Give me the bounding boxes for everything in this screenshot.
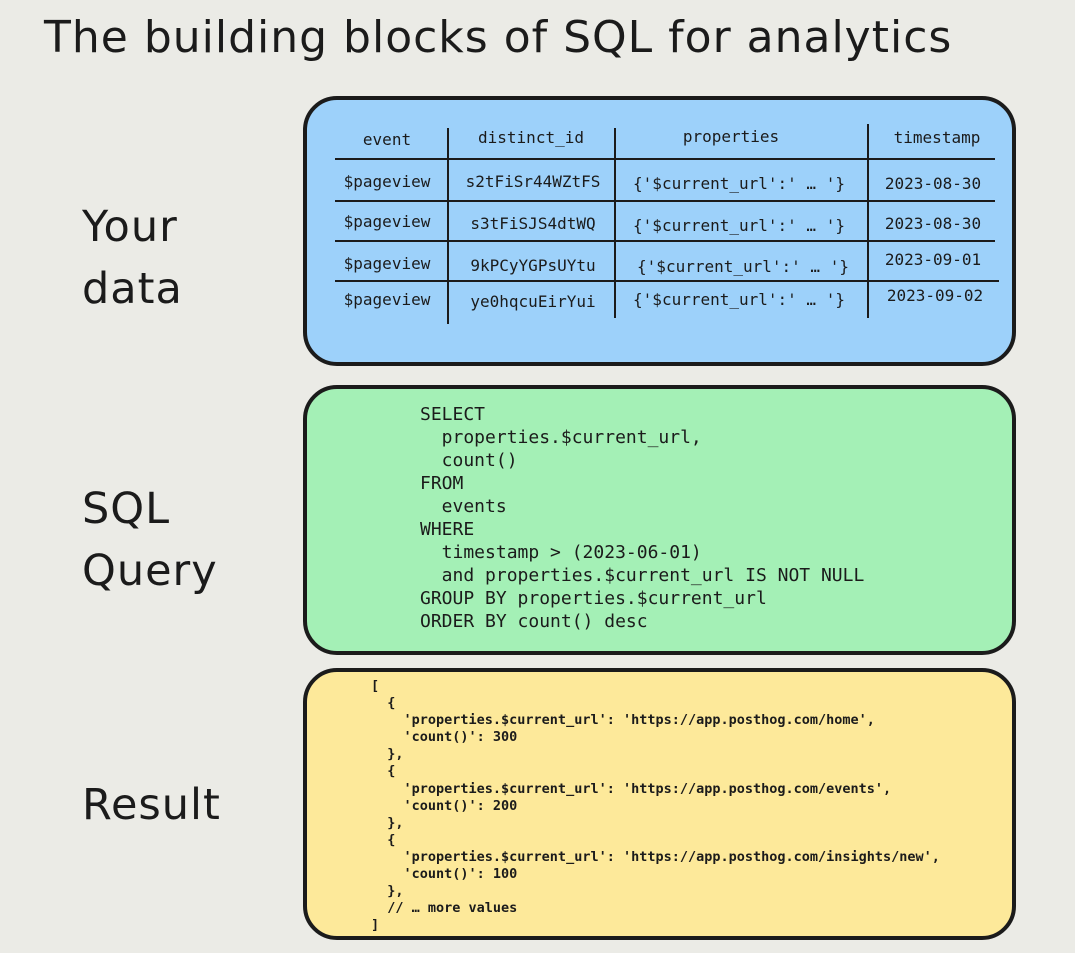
column-header-properties: properties	[682, 127, 780, 146]
data-panel: event distinct_id properties timestamp $…	[303, 96, 1016, 366]
table-cell: {'$current_url':' … '}	[633, 174, 845, 193]
result-panel: [ { 'properties.$current_url': 'https://…	[303, 668, 1016, 940]
table-cell: 2023-09-02	[886, 286, 984, 305]
table-cell: {'$current_url':' … '}	[633, 290, 845, 309]
table-cell: 2023-08-30	[884, 214, 982, 233]
table-cell: $pageview	[343, 172, 431, 191]
page-title: The building blocks of SQL for analytics	[44, 12, 953, 63]
sql-code: SELECT properties.$current_url, count() …	[420, 404, 865, 632]
table-cell: {'$current_url':' … '}	[633, 216, 845, 235]
sql-query-panel: SELECT properties.$current_url, count() …	[303, 385, 1016, 655]
table-cell: s3tFiSJS4dtWQ	[470, 214, 596, 233]
column-header-timestamp: timestamp	[893, 128, 981, 147]
table-cell: $pageview	[343, 290, 431, 309]
table-cell: ye0hqcuEirYui	[470, 292, 596, 311]
table-cell: $pageview	[343, 254, 431, 273]
your-data-label: Your data	[82, 202, 183, 314]
table-cell: {'$current_url':' … '}	[637, 257, 849, 276]
table-cell: 2023-08-30	[884, 174, 982, 193]
table-cell: 2023-09-01	[884, 250, 982, 269]
result-label: Result	[82, 780, 221, 830]
events-table: event distinct_id properties timestamp $…	[307, 100, 1012, 362]
sql-query-label: SQL Query	[82, 484, 218, 596]
table-cell: 9kPCyYGPsUYtu	[470, 256, 596, 275]
table-cell: $pageview	[343, 212, 431, 231]
table-cell: s2tFiSr44WZtFS	[465, 172, 601, 191]
column-header-event: event	[362, 130, 412, 149]
column-header-distinct-id: distinct_id	[478, 128, 584, 147]
result-json: [ { 'properties.$current_url': 'https://…	[371, 678, 940, 934]
